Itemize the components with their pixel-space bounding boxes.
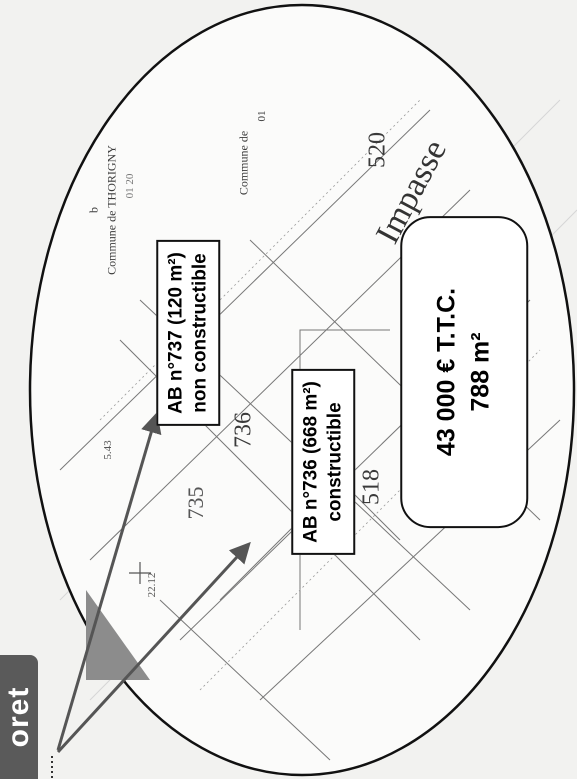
parcel-ab736-status: constructible [324, 402, 345, 522]
parcel-ab737-label: AB n°737 (120 m²) non constructible [156, 240, 220, 426]
parcel-number-520: 520 [364, 132, 391, 168]
parcel-ab736-label: AB n°736 (668 m²) constructible [291, 369, 355, 555]
parcel-number-735: 735 [183, 486, 208, 520]
commune-code-label: 01 [256, 110, 268, 122]
total-area-value: 788 m² [466, 332, 494, 412]
brand-tab-text: oret [2, 686, 35, 748]
dimension-2212: 22.12 [146, 572, 158, 598]
commune-thorigny-label: Commune de THORIGNY [104, 145, 119, 275]
parcel-ab737-status: non constructible [189, 253, 210, 413]
parcel-number-736: 736 [230, 412, 257, 448]
parcel-number-518: 518 [358, 469, 385, 505]
commune-de-label: Commune de [236, 130, 251, 196]
grey-triangle [86, 590, 150, 680]
price-box: 43 000 € T.T.C. 788 m² [400, 215, 528, 529]
arrow-to-ab736 [56, 541, 251, 754]
letter-b-label: b [86, 207, 101, 213]
code-0120-label: 01 20 [124, 173, 136, 199]
price-value: 43 000 € T.T.C. [432, 287, 461, 457]
brand-tab [0, 655, 38, 779]
dimension-543: 5.43 [102, 440, 114, 460]
survey-cross [129, 562, 151, 584]
parcel-ab736-title: AB n°736 (668 m²) [300, 381, 322, 543]
arrow-to-ab737 [56, 411, 162, 751]
parcel-ab737-title: AB n°737 (120 m²) [165, 252, 187, 414]
